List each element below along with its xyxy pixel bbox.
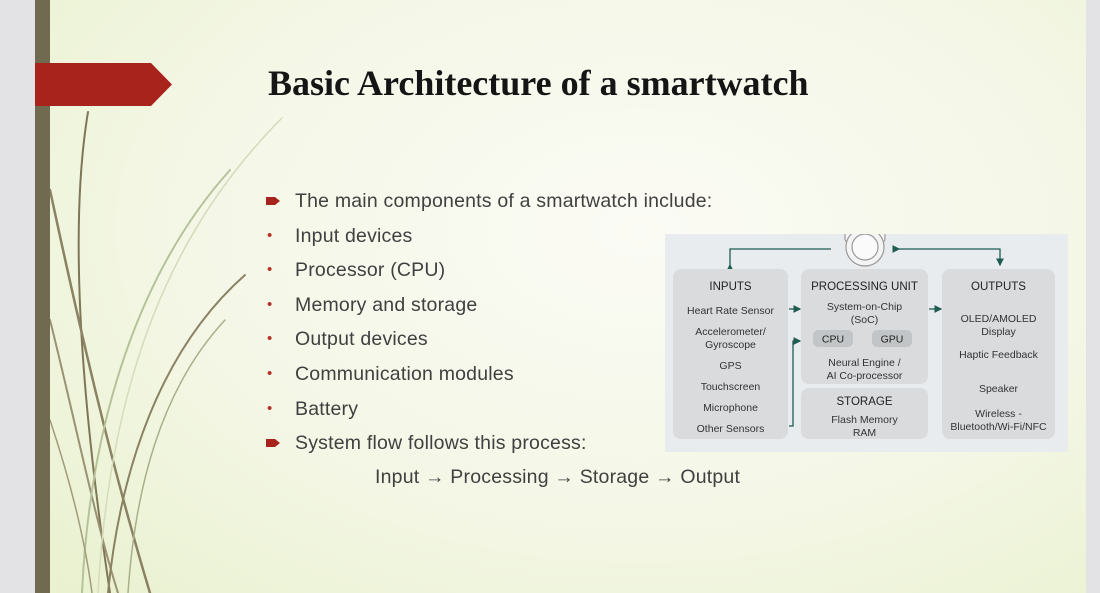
grass-curve (97, 117, 283, 593)
processing-box (801, 269, 928, 384)
bullet-list: The main components of a smartwatch incl… (266, 186, 712, 463)
slide-title: Basic Architecture of a smartwatch (268, 63, 809, 103)
bullet-item: • Battery (266, 394, 712, 429)
connector-inputs-watch (726, 248, 831, 272)
input-item: Microphone (703, 402, 758, 414)
dot-bullet-icon: • (267, 295, 273, 313)
bullet-text: Processor (CPU) (295, 259, 446, 282)
watch-icon (844, 234, 886, 267)
storage-box (801, 388, 928, 439)
grass-curve (48, 188, 152, 593)
grass-curve (127, 319, 226, 593)
dot-bullet-icon: • (267, 364, 273, 382)
left-margin (0, 0, 35, 593)
arrow-bullet-icon (266, 439, 280, 448)
input-item: Touchscreen (701, 381, 761, 393)
vertical-accent-bar (35, 0, 50, 593)
output-item: Bluetooth/Wi-Fi/NFC (950, 421, 1047, 433)
bullet-item: • Processor (CPU) (266, 255, 712, 290)
architecture-diagram: INPUTS Heart Rate SensorAccelerometer/Gy… (665, 234, 1068, 452)
cpu-label: CPU (822, 334, 844, 346)
inputs-title: INPUTS (709, 281, 752, 293)
gpu-chip (872, 330, 912, 347)
grass-curve (107, 274, 246, 593)
soc-line-1: System-on-Chip (827, 301, 902, 313)
output-item: Display (981, 326, 1016, 338)
grass-curve (81, 169, 231, 593)
outputs-box (942, 269, 1055, 439)
dot-bullet-icon: • (267, 261, 273, 279)
inputs-box (673, 269, 788, 439)
outputs-title: OUTPUTS (971, 281, 1026, 293)
dot-bullet-icon: • (267, 399, 273, 417)
bullet-text: Battery (295, 397, 359, 420)
bullet-text: Memory and storage (295, 293, 478, 316)
arrow-other-processing (789, 337, 802, 427)
red-arrow-tab (35, 63, 172, 106)
arrow-bullet-icon (266, 197, 280, 205)
bullet-text: The main components of a smartwatch incl… (295, 190, 713, 212)
neural-engine-line-1: Neural Engine / (828, 357, 900, 369)
bullet-item: System flow follows this process: (266, 428, 712, 463)
grass-curve (49, 319, 119, 593)
cpu-chip (813, 330, 853, 347)
bullet-text: Communication modules (295, 362, 514, 385)
dot-bullet-icon: • (267, 330, 273, 348)
bullet-item: • Communication modules (266, 359, 712, 394)
storage-title: STORAGE (836, 396, 892, 408)
bullet-item: • Output devices (266, 324, 712, 359)
input-item: Other Sensors (697, 423, 765, 435)
connector-watch-outputs (892, 245, 1004, 267)
bullet-item: The main components of a smartwatch incl… (266, 186, 712, 221)
storage-line-1: Flash Memory (831, 414, 898, 426)
bullet-item: • Input devices (266, 221, 712, 256)
grass-curve (49, 419, 93, 593)
bullet-text: System flow follows this process: (295, 432, 587, 455)
right-margin (1086, 0, 1100, 593)
input-item: Heart Rate Sensor (687, 305, 774, 317)
bullet-text: Output devices (295, 328, 428, 351)
system-flow-text: Input → Processing → Storage → Output (375, 466, 741, 488)
output-item: Wireless - (975, 408, 1022, 420)
storage-line-2: RAM (853, 427, 876, 439)
inputs-items: Heart Rate SensorAccelerometer/Gyroscope… (687, 305, 774, 435)
input-item: Accelerometer/ (695, 326, 766, 338)
output-item: Haptic Feedback (959, 349, 1039, 361)
soc-line-2: (SoC) (851, 314, 878, 326)
gpu-label: GPU (881, 334, 904, 346)
grass-curve (77, 111, 111, 593)
input-item: GPS (719, 360, 741, 372)
output-item: OLED/AMOLED (961, 313, 1037, 325)
neural-engine-line-2: AI Co-processor (827, 370, 903, 382)
output-item: Speaker (979, 383, 1019, 395)
dot-bullet-icon: • (267, 226, 273, 244)
processing-title: PROCESSING UNIT (811, 281, 918, 293)
bullet-item: • Memory and storage (266, 290, 712, 325)
bullet-text: Input devices (295, 224, 413, 247)
input-item: Gyroscope (705, 339, 756, 351)
